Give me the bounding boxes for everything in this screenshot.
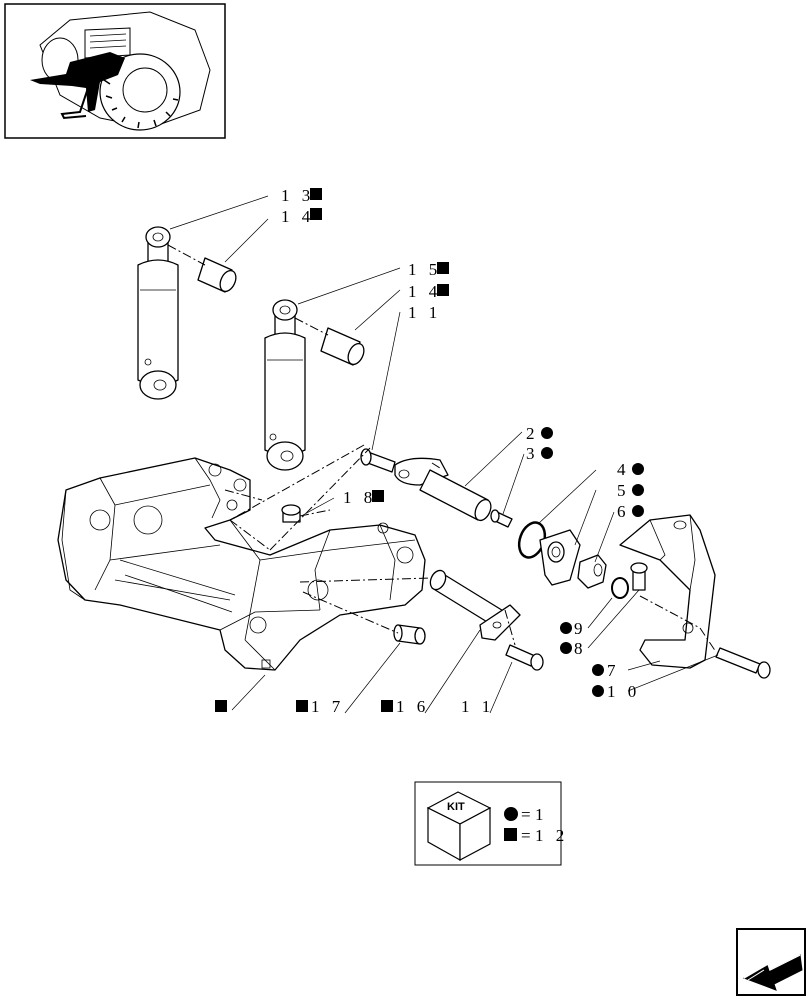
hydraulic-cylinder-1 xyxy=(137,226,179,400)
callout-11a: 1 1 xyxy=(408,303,441,322)
square-marker xyxy=(381,700,393,712)
bolt-11-upper xyxy=(360,448,396,473)
circle-marker xyxy=(592,664,604,676)
callout-8: 8 xyxy=(574,639,587,658)
square-marker xyxy=(437,284,449,296)
square-marker xyxy=(296,700,308,712)
circle-marker xyxy=(560,622,572,634)
legend-square-equals: = xyxy=(521,826,535,845)
callout-5: 5 xyxy=(617,481,630,500)
circle-marker xyxy=(541,447,553,459)
circle-marker xyxy=(592,685,604,697)
pin-13-14 xyxy=(197,257,237,293)
hitch-support-frame xyxy=(57,457,426,671)
kit-box-icon: KIT xyxy=(426,791,492,862)
callout-6: 6 xyxy=(617,502,630,521)
bolt-8 xyxy=(630,562,648,591)
centerlines xyxy=(224,444,717,653)
leader-lines xyxy=(169,195,719,714)
circle-marker xyxy=(632,484,644,496)
washer-9 xyxy=(611,577,629,599)
nut-6 xyxy=(577,554,607,589)
pin-17 xyxy=(393,624,426,645)
circle-marker xyxy=(541,427,553,439)
legend-square-marker xyxy=(504,828,517,841)
callout-3: 3 xyxy=(526,444,539,463)
callout-2: 2 xyxy=(526,424,539,443)
callout-4: 4 xyxy=(617,460,630,479)
callout-labels: 1 3 1 4 1 5 1 4 1 1 2 3 4 5 6 1 8 9 8 7 … xyxy=(215,186,644,716)
pin-16 xyxy=(429,569,521,641)
callout-16: 1 6 xyxy=(396,697,429,716)
callout-11b: 1 1 xyxy=(461,697,494,716)
link-pin-2 xyxy=(394,457,492,522)
legend-square-value: 1 2 xyxy=(535,826,568,845)
callout-9: 9 xyxy=(574,619,587,638)
hydraulic-cylinder-2 xyxy=(264,299,306,471)
square-marker xyxy=(372,490,384,502)
pin-15-14 xyxy=(320,327,365,366)
square-marker xyxy=(310,188,322,200)
kit-legend: KIT = 1 = 1 2 xyxy=(414,781,568,866)
legend-circle-marker xyxy=(504,807,518,821)
legend-circle-equals: = xyxy=(521,805,535,824)
callout-18: 1 8 xyxy=(343,488,376,507)
circle-marker xyxy=(560,642,572,654)
bolt-10 xyxy=(715,647,771,679)
kit-label: KIT xyxy=(447,801,465,813)
thumbnail[interactable] xyxy=(4,3,226,139)
l-bracket-7 xyxy=(619,514,716,669)
square-marker xyxy=(437,262,449,274)
square-marker xyxy=(215,700,227,712)
screw-3 xyxy=(490,509,513,528)
previous-page-arrow-icon[interactable] xyxy=(736,928,806,996)
callout-17: 1 7 xyxy=(311,697,344,716)
callout-10: 1 0 xyxy=(607,682,640,701)
bushing-18 xyxy=(281,504,301,523)
callout-7: 7 xyxy=(607,661,620,680)
callout-14b: 1 4 xyxy=(408,282,441,301)
legend-circle-value: 1 xyxy=(535,805,548,824)
bolt-11-lower xyxy=(505,644,544,671)
circle-marker xyxy=(632,463,644,475)
square-marker xyxy=(310,208,322,220)
callout-15: 1 5 xyxy=(408,260,441,279)
callout-14a: 1 4 xyxy=(281,207,314,226)
bracket-5 xyxy=(539,529,581,586)
circle-marker xyxy=(632,505,644,517)
callout-13: 1 3 xyxy=(281,186,314,205)
